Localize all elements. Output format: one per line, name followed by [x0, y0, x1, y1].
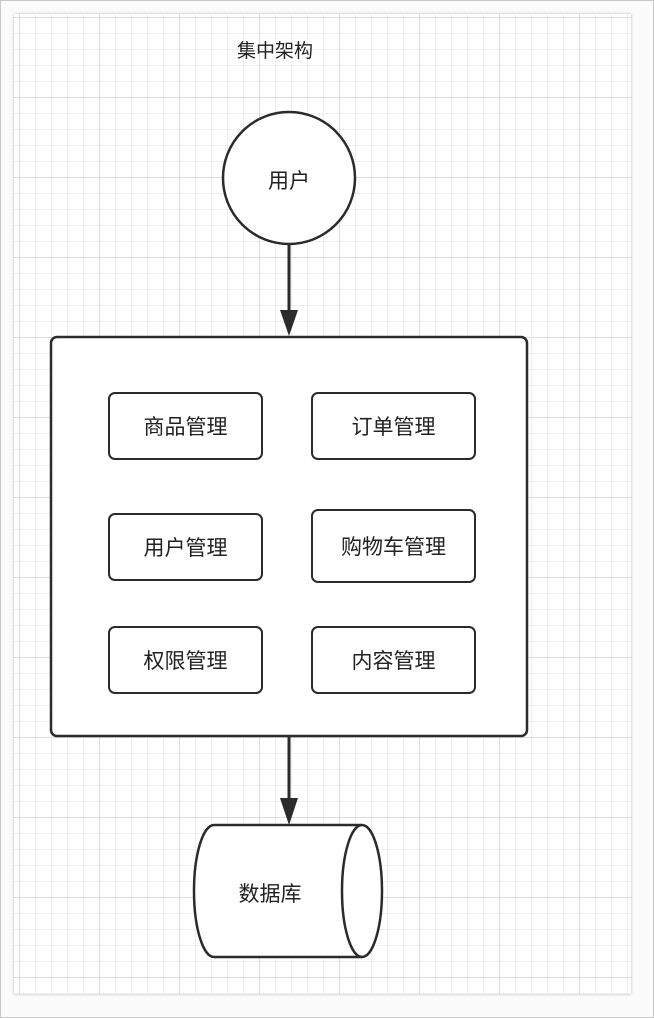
module-permission[interactable]: 权限管理	[108, 626, 263, 694]
arrow-down-icon	[280, 798, 298, 825]
module-product[interactable]: 商品管理	[108, 392, 263, 460]
diagram-title: 集中架构	[236, 40, 313, 62]
database-node-label: 数据库	[238, 882, 302, 906]
module-cart[interactable]: 购物车管理	[311, 509, 476, 583]
module-user[interactable]: 用户管理	[108, 513, 263, 581]
module-order[interactable]: 订单管理	[311, 392, 476, 460]
user-node-label: 用户	[268, 169, 310, 193]
cylinder-database-icon[interactable]	[192, 823, 384, 959]
module-content[interactable]: 内容管理	[311, 626, 476, 694]
arrow-down-icon	[280, 310, 298, 336]
